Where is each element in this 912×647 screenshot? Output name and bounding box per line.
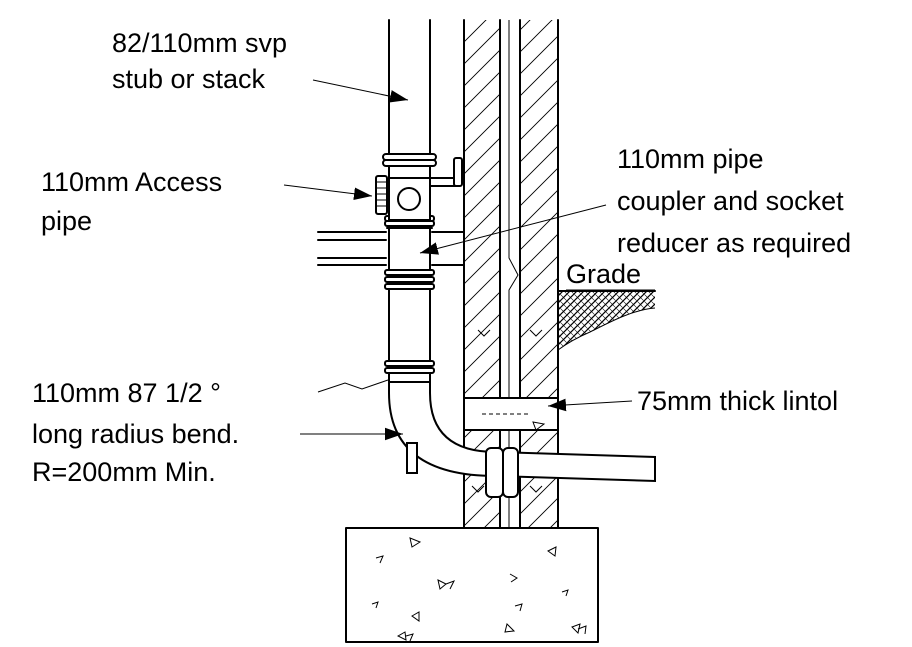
cavity: [508, 20, 519, 528]
access-pipe: [375, 157, 463, 221]
frame-bracket: [317, 231, 387, 266]
access-pipe-label: 110mm Access pipe: [41, 167, 230, 236]
coupler-label: 110mm pipe coupler and socket reducer as…: [617, 144, 851, 258]
wall-outer-leaf: [519, 19, 559, 529]
leader-lines: [283, 79, 633, 441]
grade-label: Grade: [566, 259, 641, 289]
bend-label: 110mm 87 1/2 ° long radius bend. R=200mm…: [32, 378, 247, 487]
ground-line: [317, 379, 389, 393]
concrete-footing: [345, 527, 599, 643]
lintol: [463, 397, 559, 431]
grade-earth: [557, 290, 656, 351]
svp-label: 82/110mm svp stub or stack: [112, 28, 295, 94]
lintol-label: 75mm thick lintol: [637, 386, 838, 416]
svp-stack-pipe: [382, 19, 437, 383]
